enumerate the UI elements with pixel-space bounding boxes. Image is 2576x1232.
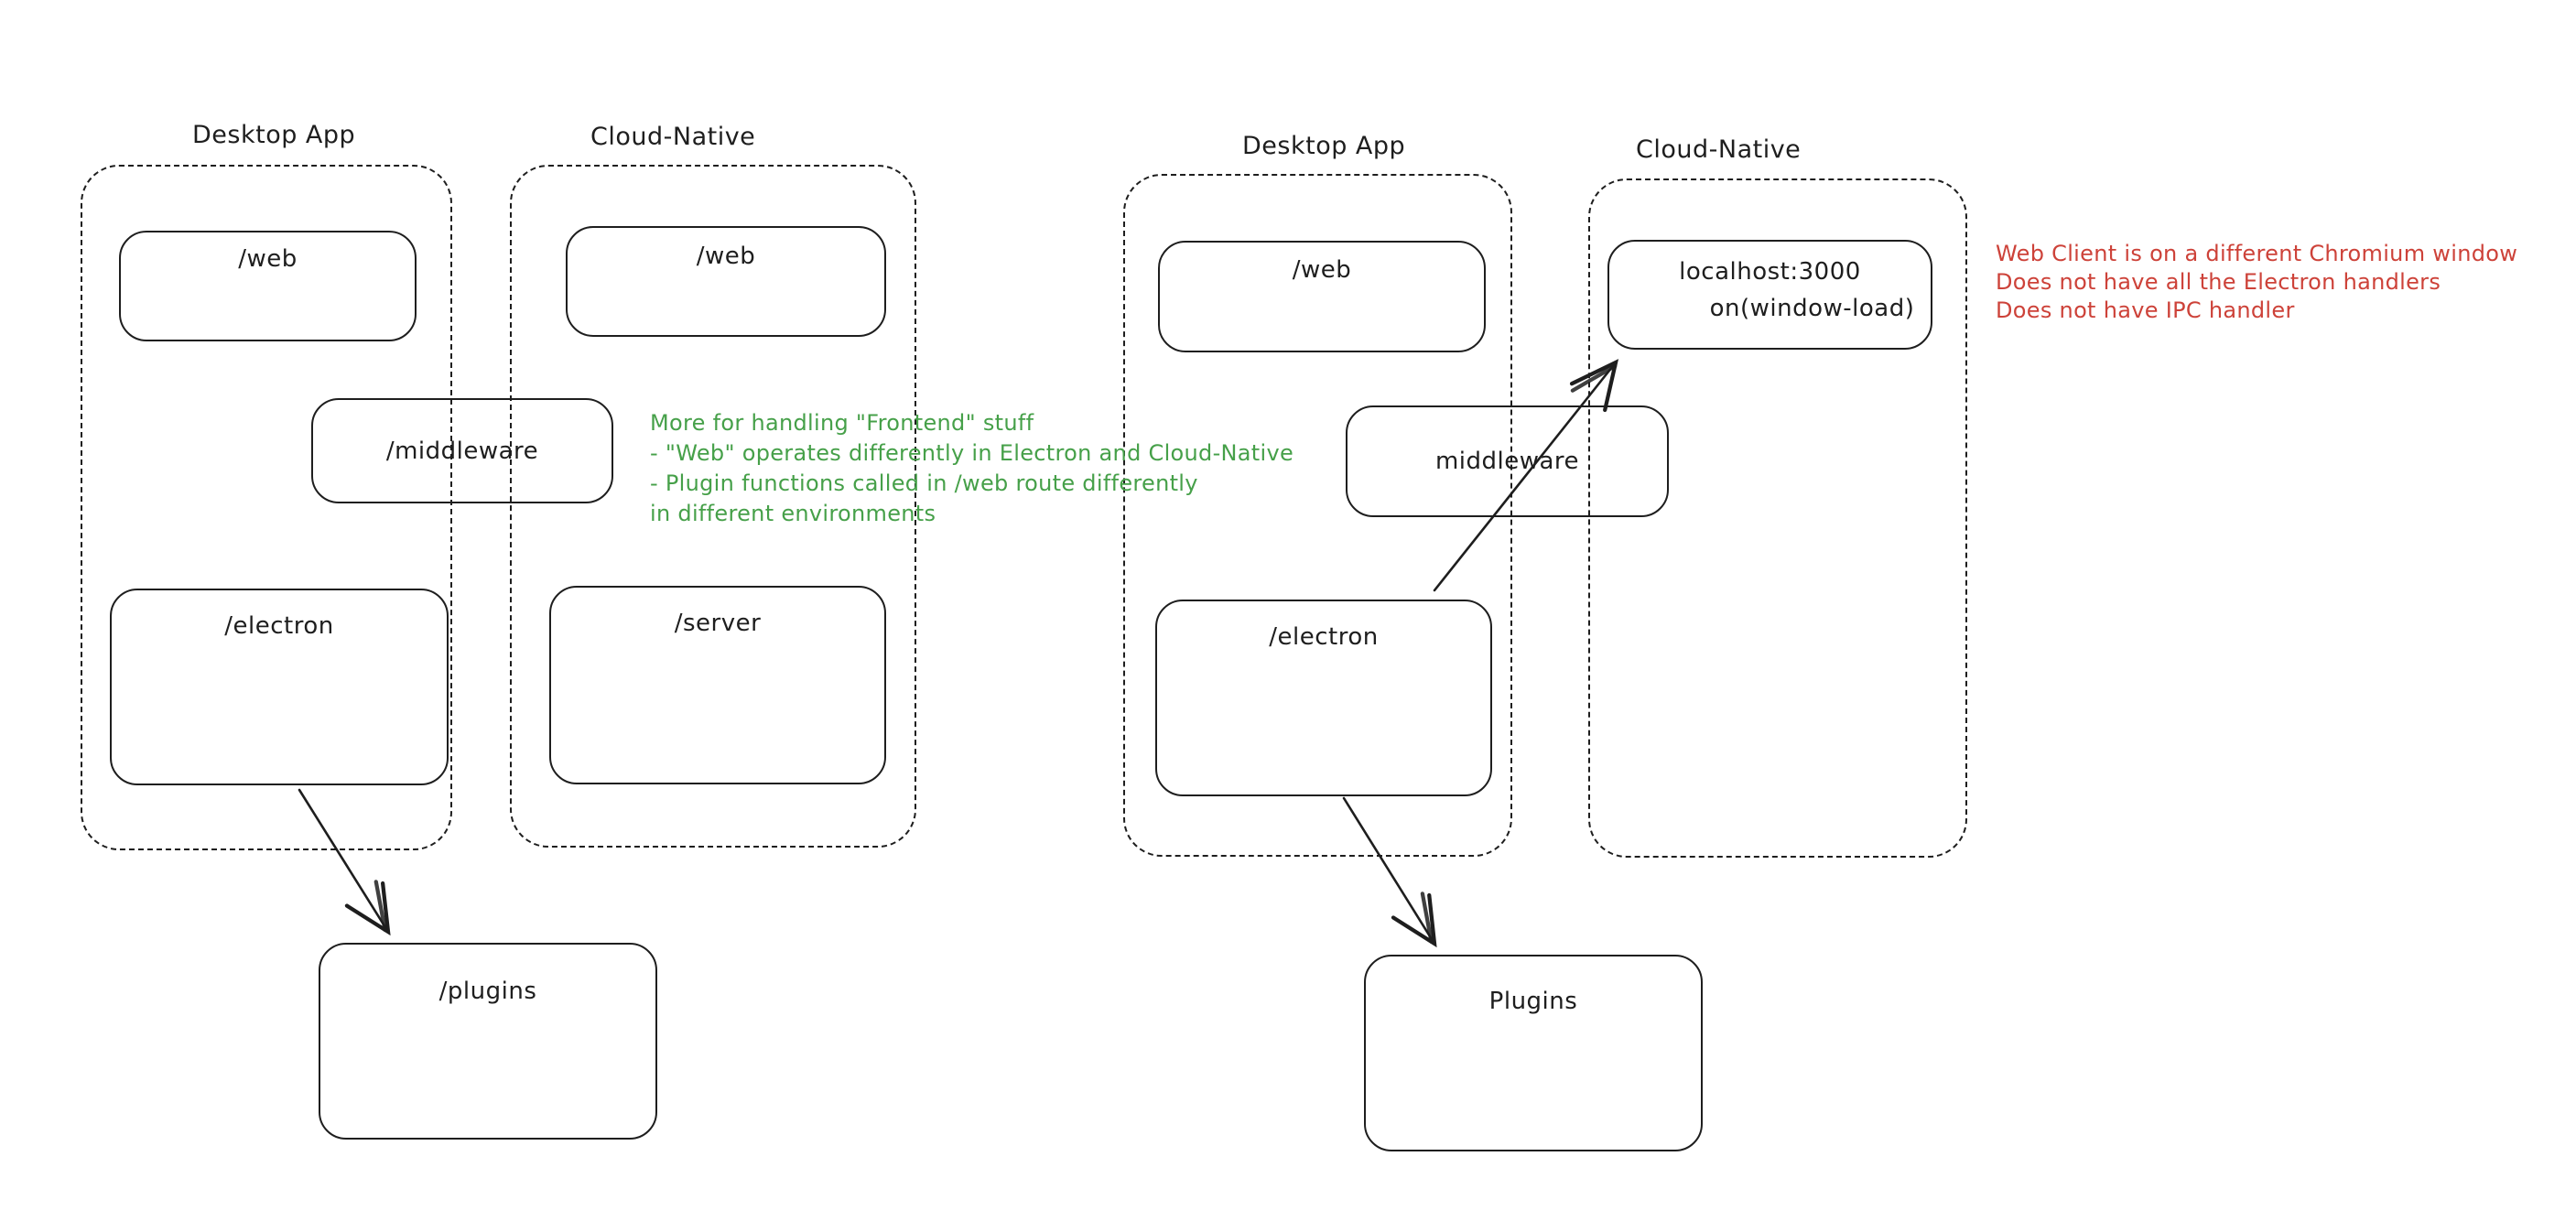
node-label: Plugins xyxy=(1488,988,1578,1015)
note-line: - Plugin functions called in /web route … xyxy=(650,470,1198,496)
node-label: /web xyxy=(238,245,298,273)
node-label: middleware xyxy=(1434,448,1580,475)
node-web-right-desktop[interactable]: /web xyxy=(1158,241,1486,352)
node-localhost[interactable]: localhost:3000 on(window-load) xyxy=(1607,240,1932,350)
node-server[interactable]: /server xyxy=(549,586,886,784)
note-line: - "Web" operates differently in Electron… xyxy=(650,440,1294,466)
group-title-left-cloud[interactable]: Cloud-Native xyxy=(590,123,756,151)
note-line: Does not have all the Electron handlers xyxy=(1996,269,2441,295)
node-plugins-right[interactable]: Plugins xyxy=(1364,955,1703,1151)
note-line: Does not have IPC handler xyxy=(1996,297,2295,323)
note-green-frontend[interactable]: More for handling "Frontend" stuff - "We… xyxy=(650,408,1293,529)
group-title-left-desktop[interactable]: Desktop App xyxy=(192,121,356,149)
node-sublabel-window-load: on(window-load) xyxy=(1709,295,1915,322)
node-label: /middleware xyxy=(385,437,539,465)
node-label: /web xyxy=(696,243,756,270)
note-line: in different environments xyxy=(650,501,936,526)
group-title-right-cloud[interactable]: Cloud-Native xyxy=(1636,135,1802,164)
group-left-cloud-native[interactable] xyxy=(510,165,916,848)
node-label: /plugins xyxy=(438,978,537,1005)
node-label: /electron xyxy=(1269,623,1379,651)
note-red-web-client[interactable]: Web Client is on a different Chromium wi… xyxy=(1996,240,2517,325)
node-electron-left[interactable]: /electron xyxy=(110,589,449,785)
note-line: More for handling "Frontend" stuff xyxy=(650,410,1034,436)
node-middleware-left[interactable]: /middleware xyxy=(311,398,613,503)
node-label: /web xyxy=(1292,256,1352,284)
node-plugins-left[interactable]: /plugins xyxy=(319,943,657,1140)
node-label: /server xyxy=(674,610,762,637)
group-title-right-desktop[interactable]: Desktop App xyxy=(1242,132,1406,160)
node-web-left-cloud[interactable]: /web xyxy=(566,226,886,337)
note-line: Web Client is on a different Chromium wi… xyxy=(1996,241,2518,266)
group-left-desktop-app[interactable] xyxy=(81,165,452,850)
node-electron-right[interactable]: /electron xyxy=(1155,600,1492,796)
node-label: localhost:3000 xyxy=(1679,258,1861,286)
node-label: /electron xyxy=(224,612,334,640)
node-middleware-right[interactable]: middleware xyxy=(1346,405,1669,517)
node-web-left-desktop[interactable]: /web xyxy=(119,231,417,341)
